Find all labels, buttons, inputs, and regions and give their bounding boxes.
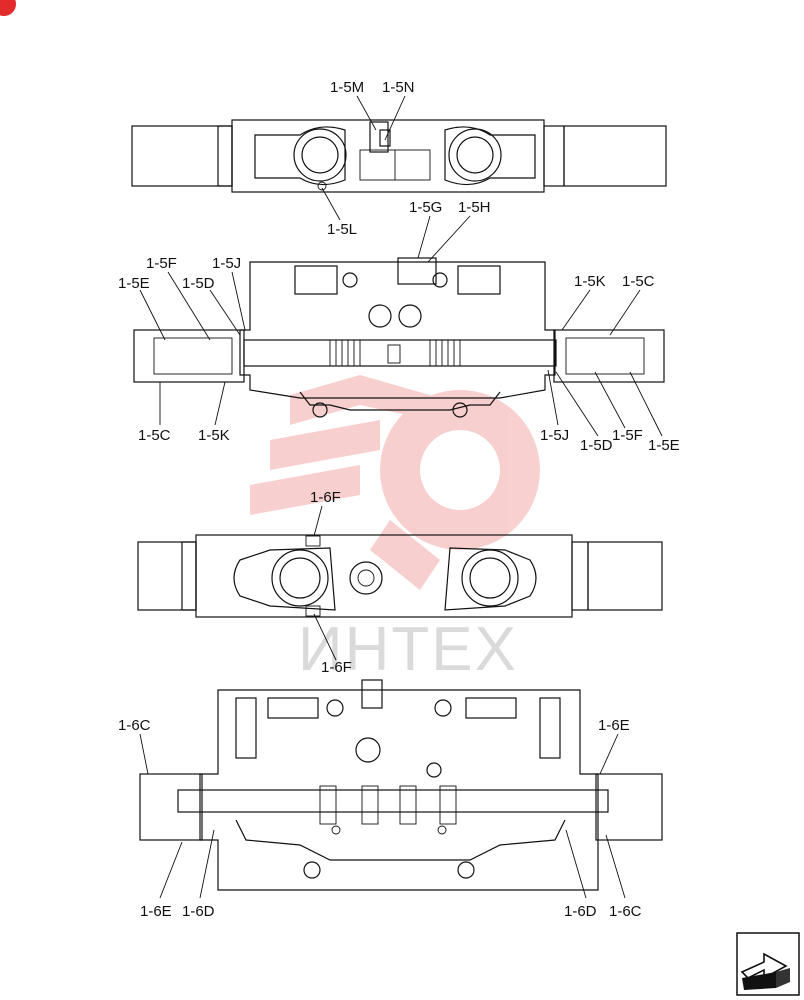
label-1-5M: 1-5M xyxy=(330,79,364,96)
leader-1-6F-bottom xyxy=(313,613,337,661)
leader-1-6E-left xyxy=(159,841,183,899)
label-1-5K-right: 1-5K xyxy=(574,273,606,290)
label-1-6E-right: 1-6E xyxy=(598,717,630,734)
leader-1-5N xyxy=(384,95,406,141)
leader-1-5G xyxy=(417,215,431,259)
label-1-5F-right: 1-5F xyxy=(612,427,643,444)
valve-top-view xyxy=(131,119,667,193)
valve-section-view xyxy=(133,257,665,418)
label-1-5D-right: 1-5D xyxy=(580,437,613,454)
leader-1-5D-right xyxy=(555,371,599,437)
leader-1-5J-left xyxy=(231,271,246,331)
leader-1-5M xyxy=(356,95,377,131)
leader-1-6F-top xyxy=(313,505,323,537)
label-1-5F-left: 1-5F xyxy=(146,255,177,272)
label-1-6D-right: 1-6D xyxy=(564,903,597,920)
label-1-6C-left: 1-6C xyxy=(118,717,151,734)
label-1-6E-left: 1-6E xyxy=(140,903,172,920)
valve-front-view xyxy=(139,679,663,891)
label-1-5L: 1-5L xyxy=(327,221,357,238)
leader-1-6C-right xyxy=(605,834,626,899)
label-1-5C-right: 1-5C xyxy=(622,273,655,290)
red-badge-icon xyxy=(0,0,16,16)
watermark-text: ИНТЕХ xyxy=(298,615,518,684)
leader-1-5E-right xyxy=(629,371,663,437)
leader-1-6D-right xyxy=(565,829,587,899)
leader-1-5C-right xyxy=(609,289,641,336)
label-1-5G: 1-5G xyxy=(409,199,442,216)
label-1-5D-left: 1-5D xyxy=(182,275,215,292)
label-1-5N: 1-5N xyxy=(382,79,415,96)
leader-1-5F-left xyxy=(167,271,211,341)
valve-bottom-view xyxy=(137,534,663,618)
leader-1-6E-right xyxy=(599,733,619,775)
label-1-6F-bottom: 1-6F xyxy=(321,659,352,676)
label-1-5J-left: 1-5J xyxy=(212,255,241,272)
leader-1-5E-left xyxy=(139,289,166,341)
arrow-right-icon[interactable] xyxy=(736,932,800,996)
leader-1-5L xyxy=(321,187,341,221)
leader-1-5K-left xyxy=(214,381,226,426)
label-1-5C-left: 1-5C xyxy=(138,427,171,444)
label-1-5K-left: 1-5K xyxy=(198,427,230,444)
leader-1-5H xyxy=(427,215,471,263)
label-1-5E-left: 1-5E xyxy=(118,275,150,292)
label-1-5J-right: 1-5J xyxy=(540,427,569,444)
leader-1-6D-left xyxy=(199,829,215,899)
watermark-logo xyxy=(250,375,540,590)
label-1-6D-left: 1-6D xyxy=(182,903,215,920)
label-1-5H: 1-5H xyxy=(458,199,491,216)
leader-1-5F-right xyxy=(594,371,626,429)
label-1-6F-top: 1-6F xyxy=(310,489,341,506)
label-1-6C-right: 1-6C xyxy=(609,903,642,920)
label-1-5E-right: 1-5E xyxy=(648,437,680,454)
leader-1-5D-left xyxy=(209,289,241,336)
leader-1-5J-right xyxy=(547,369,559,426)
leader-1-6C-left xyxy=(139,733,149,775)
leader-1-5K-right xyxy=(561,289,591,331)
